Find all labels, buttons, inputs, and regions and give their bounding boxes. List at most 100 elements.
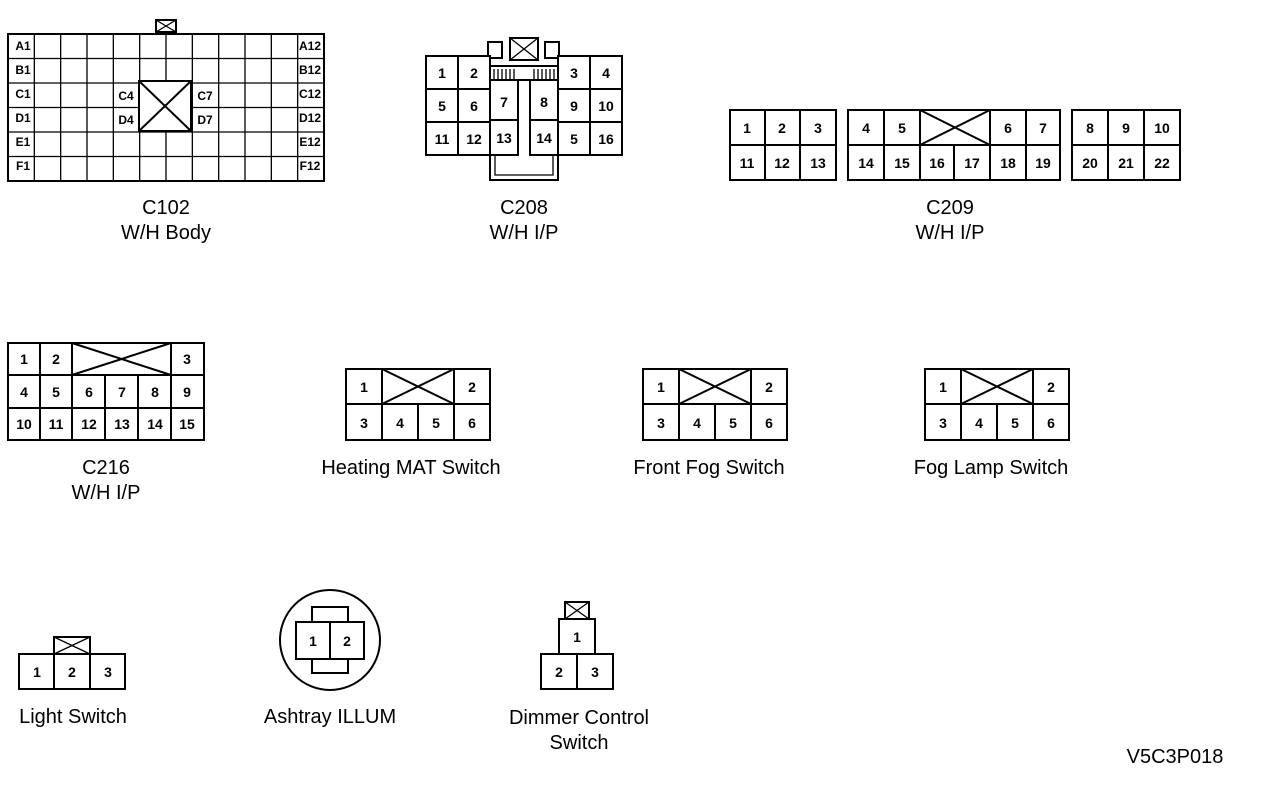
pin-label: F12 <box>300 159 321 173</box>
pin-label: B1 <box>15 63 31 77</box>
pin-label: 10 <box>598 98 614 114</box>
connector-name: C216 <box>82 457 130 479</box>
connector-name: Ashtray ILLUM <box>264 706 396 728</box>
pin-label: 19 <box>1035 155 1051 171</box>
pin-label: 5 <box>570 131 578 147</box>
pin-label: 9 <box>1122 120 1130 136</box>
pin-label: B12 <box>299 63 321 77</box>
pin-label: 1 <box>657 379 665 395</box>
pin-label: 5 <box>898 120 906 136</box>
pin-label: 8 <box>151 384 159 400</box>
connector-c216: 1 2 3 4 5 6 7 8 9 10 11 12 13 14 15 C216… <box>7 342 205 504</box>
pin-label: E12 <box>299 135 321 149</box>
pin-label: D1 <box>15 111 31 125</box>
pin-label: 11 <box>49 416 64 432</box>
connector-name: Switch <box>550 732 609 754</box>
pin-label: 5 <box>729 415 737 431</box>
pin-label: 13 <box>114 416 130 432</box>
pin-label: 10 <box>1154 120 1170 136</box>
pin-label: 2 <box>778 120 786 136</box>
pin-label: E1 <box>16 135 31 149</box>
pin-label: 2 <box>343 633 351 649</box>
pin-label: C1 <box>15 87 31 101</box>
pin-label: 2 <box>765 379 773 395</box>
connector-description: W/H Body <box>121 222 211 244</box>
pin-label: 17 <box>964 155 980 171</box>
pin-label: 15 <box>894 155 910 171</box>
connector-name: C102 <box>142 197 190 219</box>
pin-label: 6 <box>468 415 476 431</box>
connector-dimmer-control-switch: 1 2 3 Dimmer Control Switch <box>509 601 649 754</box>
pin-label: 20 <box>1082 155 1098 171</box>
pin-label: 1 <box>743 120 751 136</box>
pin-label: 4 <box>975 415 983 431</box>
pin-label: 9 <box>183 384 191 400</box>
figure-code: V5C3P018 <box>1127 746 1224 768</box>
pin-label: 4 <box>693 415 701 431</box>
pin-label: A1 <box>15 39 31 53</box>
connector-name: C208 <box>500 197 548 219</box>
pin-label: 21 <box>1118 155 1134 171</box>
pin-label: C12 <box>299 87 321 101</box>
pin-label: D4 <box>118 113 134 127</box>
connector-c102: A1 B1 C1 D1 E1 F1 A12 B12 C12 D12 E12 F1… <box>7 19 325 244</box>
pin-label: 1 <box>438 65 446 81</box>
pin-label: 16 <box>929 155 945 171</box>
pin-label: 1 <box>20 351 28 367</box>
connector-name: Fog Lamp Switch <box>914 457 1069 479</box>
connector-name: Light Switch <box>19 706 127 728</box>
pin-label: 6 <box>765 415 773 431</box>
pin-label: 14 <box>858 155 874 171</box>
connector-name: Dimmer Control <box>509 707 649 729</box>
connector-ashtray-illum: 1 2 Ashtray ILLUM <box>264 589 396 728</box>
pin-label: 16 <box>598 131 614 147</box>
connector-heating-mat-switch: 1 2 3 4 5 6 Heating MAT Switch <box>321 368 501 479</box>
pin-label: 2 <box>470 65 478 81</box>
connector-description: W/H I/P <box>916 222 985 244</box>
pin-label: 3 <box>183 351 191 367</box>
pin-label: 4 <box>602 65 610 81</box>
pin-label: 1 <box>939 379 947 395</box>
pin-label: 3 <box>939 415 947 431</box>
pin-label: 13 <box>810 155 826 171</box>
pin-label: 1 <box>309 633 317 649</box>
connector-name: C209 <box>926 197 974 219</box>
connector-c209: 1 2 3 11 12 13 4 5 6 7 14 15 16 17 18 19… <box>729 109 1181 244</box>
pin-label: 7 <box>118 384 126 400</box>
pin-label: D12 <box>299 111 321 125</box>
pin-label: 1 <box>360 379 368 395</box>
connector-fog-lamp-switch: 1 2 3 4 5 6 Fog Lamp Switch <box>914 368 1070 479</box>
pin-label: 14 <box>147 416 163 432</box>
pin-label: 5 <box>438 98 446 114</box>
pin-label: 10 <box>16 416 32 432</box>
connector-c208: 1 2 5 6 11 12 7 13 8 14 3 4 9 10 5 16 C2… <box>425 37 623 244</box>
pin-label: 7 <box>1039 120 1047 136</box>
connector-description: W/H I/P <box>490 222 559 244</box>
pin-label: 12 <box>466 131 482 147</box>
pin-label: 11 <box>435 131 450 147</box>
pin-label: 9 <box>570 98 578 114</box>
pin-label: 2 <box>52 351 60 367</box>
connector-description: W/H I/P <box>72 482 141 504</box>
pin-label: 1 <box>33 664 41 680</box>
pin-label: 6 <box>1047 415 1055 431</box>
pin-label: 7 <box>500 94 508 110</box>
pin-label: 14 <box>536 130 552 146</box>
pin-label: 2 <box>468 379 476 395</box>
pin-label: 5 <box>432 415 440 431</box>
pin-label: 8 <box>540 94 548 110</box>
pin-label: 12 <box>774 155 790 171</box>
pin-label: 4 <box>862 120 870 136</box>
pin-label: 8 <box>1086 120 1094 136</box>
pin-label: 18 <box>1000 155 1016 171</box>
pin-label: 13 <box>496 130 512 146</box>
pin-label: 22 <box>1154 155 1170 171</box>
pin-label: 6 <box>470 98 478 114</box>
pin-label: 4 <box>20 384 28 400</box>
pin-label: 3 <box>104 664 112 680</box>
pin-label: 3 <box>814 120 822 136</box>
pin-label: 3 <box>591 664 599 680</box>
pin-label: 2 <box>68 664 76 680</box>
pin-label: A12 <box>299 39 321 53</box>
